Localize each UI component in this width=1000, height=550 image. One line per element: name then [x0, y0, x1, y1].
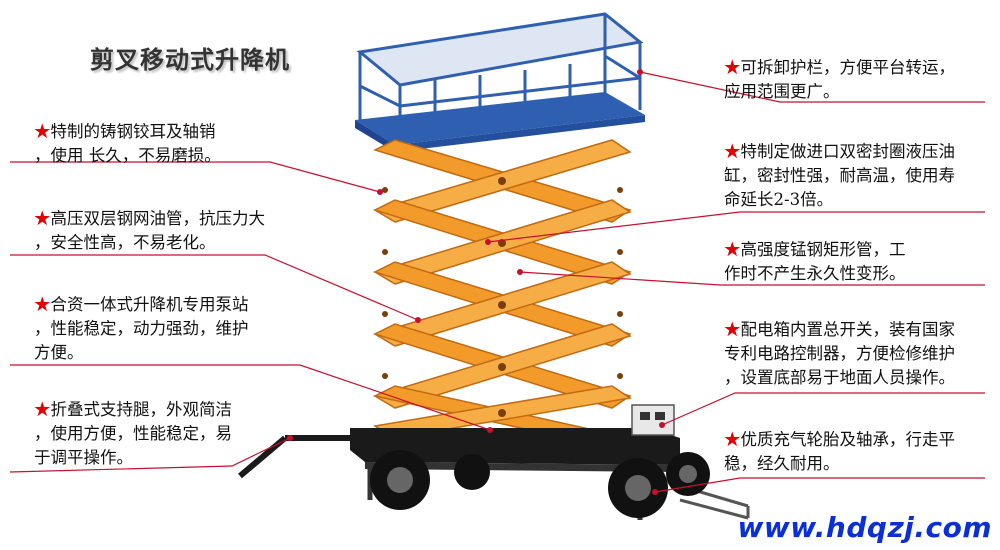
feature-right-4: ★配电箱内置总开关，装有国家 专利电路控制器，方便检修维护 ，设置底部易于地面人…	[724, 318, 955, 390]
hinge-pins	[382, 177, 623, 417]
feature-text: ，使用 长久，不易磨损。	[34, 146, 221, 165]
star-icon: ★	[34, 209, 51, 228]
scissor-arms	[372, 139, 633, 449]
feature-text: ，使用方便，性能稳定，易	[34, 424, 232, 443]
feature-text: 可拆卸护栏，方便平台转运，	[740, 58, 956, 77]
feature-text: ，安全性高，不易老化。	[34, 233, 216, 252]
leader-lines	[9, 71, 985, 493]
feature-left-4: ★折叠式支持腿，外观简洁 ，使用方便，性能稳定，易 于调平操作。	[34, 398, 232, 470]
feature-text: 应用范围更广。	[724, 82, 840, 101]
star-icon: ★	[34, 122, 51, 141]
feature-text: 作时不产生永久性变形。	[724, 264, 906, 283]
feature-text: 稳，经久耐用。	[724, 454, 840, 473]
control-box	[631, 404, 675, 436]
feature-text: ，性能稳定，动力强劲，维护	[34, 319, 249, 338]
feature-text: 特制定做进口双密封圈液压油	[740, 142, 956, 161]
platform-deck	[355, 92, 645, 145]
feature-right-1: ★可拆卸护栏，方便平台转运， 应用范围更广。	[724, 56, 955, 104]
star-icon: ★	[724, 240, 741, 259]
chassis	[350, 428, 680, 465]
star-icon: ★	[724, 320, 741, 339]
feature-text: 命延长2-3倍。	[724, 190, 834, 209]
star-icon: ★	[34, 295, 51, 314]
feature-left-3: ★合资一体式升降机专用泵站 ，性能稳定，动力强劲，维护 方便。	[34, 293, 249, 365]
feature-text: 专利电路控制器，方便检修维护	[724, 344, 955, 363]
feature-left-2: ★高压双层钢网油管，抗压力大 ，安全性高，不易老化。	[34, 207, 265, 255]
star-icon: ★	[724, 430, 741, 449]
star-icon: ★	[724, 58, 741, 77]
feature-left-1: ★特制的铸钢铰耳及轴销 ，使用 长久，不易磨损。	[34, 120, 221, 168]
feature-right-5: ★优质充气轮胎及轴承，行走平 稳，经久耐用。	[724, 428, 955, 476]
star-icon: ★	[724, 142, 741, 161]
feature-text: 配电箱内置总开关，装有国家	[740, 320, 956, 339]
guard-rail	[356, 12, 644, 128]
feature-right-2: ★特制定做进口双密封圈液压油 缸，密封性强，耐高温，使用寿 命延长2-3倍。	[724, 140, 955, 212]
feature-text: 优质充气轮胎及轴承，行走平	[740, 430, 956, 449]
feature-text: 方便。	[34, 343, 84, 362]
page-title: 剪叉移动式升降机	[90, 45, 290, 74]
website-watermark: www.hdqzj.com	[737, 511, 992, 544]
star-icon: ★	[34, 400, 51, 419]
feature-text: 折叠式支持腿，外观简洁	[50, 400, 233, 419]
feature-right-3: ★高强度锰钢矩形管，工 作时不产生永久性变形。	[724, 238, 906, 286]
feature-text: 缸，密封性强，耐高温，使用寿	[724, 166, 955, 185]
feature-text: 特制的铸钢铰耳及轴销	[50, 122, 216, 141]
feature-text: 高强度锰钢矩形管，工	[740, 240, 906, 259]
feature-text: 高压双层钢网油管，抗压力大	[50, 209, 266, 228]
feature-text: 合资一体式升降机专用泵站	[50, 295, 249, 314]
feature-text: 于调平操作。	[34, 448, 133, 467]
feature-text: ，设置底部易于地面人员操作。	[724, 368, 955, 387]
